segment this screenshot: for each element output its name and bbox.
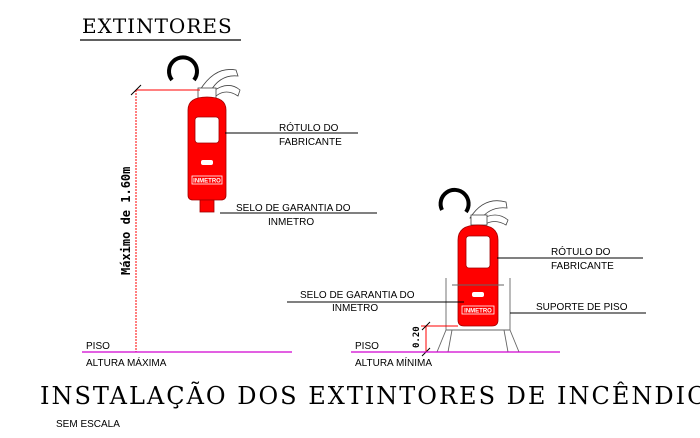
svg-text:INMETRO: INMETRO: [464, 309, 492, 315]
left-piso: PISO: [86, 341, 110, 352]
suporte-label: SUPORTE DE PISO: [536, 302, 628, 313]
drawing-title: INSTALAÇÃO DOS EXTINTORES DE INCÊNDIO: [40, 381, 700, 410]
right-manufacturer-label: [465, 235, 491, 269]
svg-text:INMETRO: INMETRO: [193, 179, 221, 185]
left-selo-line2: INMETRO: [268, 217, 314, 228]
left-extinguisher: INMETRO: [167, 55, 241, 213]
right-hose-icon: [438, 187, 471, 214]
left-lever-icon: [199, 69, 239, 93]
right-rotulo-line1: RÓTULO DO: [551, 245, 611, 258]
left-hose-icon: [167, 55, 199, 82]
altura-minima: ALTURA MÍNIMA: [355, 356, 432, 369]
left-rotulo-line2: FABRICANTE: [279, 137, 342, 148]
right-selo-line1: SELO DE GARANTIA DO: [300, 290, 415, 301]
left-rotulo-line1: RÓTULO DO: [279, 121, 339, 134]
right-rotulo-line2: FABRICANTE: [551, 261, 614, 272]
scale-note: SEM ESCALA: [56, 419, 120, 430]
heading: EXTINTORES: [82, 14, 233, 38]
right-piso: PISO: [355, 341, 379, 352]
right-extinguisher: INMETRO: [438, 187, 509, 327]
left-inmetro-seal: [191, 175, 223, 185]
left-cylinder: [187, 96, 227, 201]
max-height-label: Máximo de 1.60m: [119, 167, 133, 275]
altura-maxima: ALTURA MÁXIMA: [86, 356, 167, 369]
right-inmetro-seal: [461, 305, 495, 315]
left-manufacturer-label: [194, 116, 220, 144]
dim-020-label: 0.20: [412, 326, 422, 348]
left-selo-line1: SELO DE GARANTIA DO: [236, 203, 351, 214]
right-selo-line2: INMETRO: [332, 303, 378, 314]
